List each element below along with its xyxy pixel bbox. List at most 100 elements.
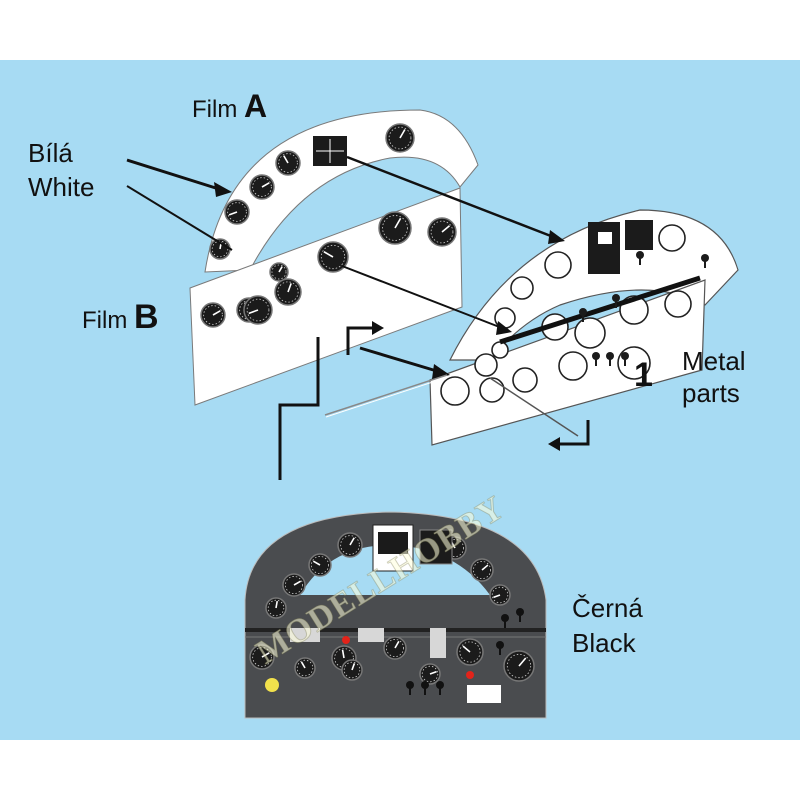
metal-window xyxy=(598,232,612,244)
gauge-needle xyxy=(248,309,259,315)
gauge-dial-icon xyxy=(427,217,457,247)
gauge-dial-icon xyxy=(419,663,441,685)
gauge-dial-icon xyxy=(249,644,275,670)
arrowhead-icon xyxy=(548,437,560,451)
gauge-dial-icon xyxy=(265,597,287,619)
square-scale xyxy=(378,532,408,554)
gauge-ticks xyxy=(267,599,285,617)
gauge-ticks xyxy=(211,240,229,258)
gauge-ticks xyxy=(343,661,361,679)
black-panel-square-instrument xyxy=(372,524,414,572)
gauge-dial-icon xyxy=(224,199,250,225)
gauge-ticks xyxy=(278,153,298,173)
gauge-ticks xyxy=(311,556,329,574)
gauge-ticks xyxy=(271,264,287,280)
gauge-needle xyxy=(429,670,437,675)
metal-square-cutout xyxy=(625,220,653,250)
gauge-needle xyxy=(462,645,471,653)
diagram-canvas: Film A Bílá White Film B 1 Metal parts Č… xyxy=(0,60,800,740)
gauge-dial-icon xyxy=(275,150,301,176)
gauge-dial-icon xyxy=(385,123,415,153)
film-a-letter: A xyxy=(243,88,268,124)
gauge-dial-icon xyxy=(249,174,275,200)
finished-black-panel xyxy=(244,511,547,719)
assembly-arrows xyxy=(126,155,590,480)
white-label: White xyxy=(28,172,95,202)
gauge-dial-icon xyxy=(200,302,226,328)
gauge-dial-icon xyxy=(378,211,412,245)
gauge-dial-icon xyxy=(282,573,306,597)
gauge-dial-icon xyxy=(317,241,349,273)
gauge-ticks xyxy=(340,535,360,555)
gauge-ticks xyxy=(227,202,247,222)
gauge-ticks xyxy=(506,653,532,679)
gauge-dial-icon xyxy=(503,650,535,682)
leader-film-a-to-metal xyxy=(346,155,557,240)
gauge-dial-icon xyxy=(489,584,511,606)
metal-hole-outline xyxy=(544,251,572,279)
gauge-ticks xyxy=(285,576,303,594)
gauge-dial-icon xyxy=(294,657,316,679)
gauge-needle xyxy=(493,594,501,599)
gauge-needle xyxy=(394,640,400,649)
gauge-needle xyxy=(399,129,406,139)
gauge-dial-icon xyxy=(269,262,289,282)
metal-hole-outline xyxy=(664,290,692,318)
gauge-needle xyxy=(293,580,302,586)
gauge-needle xyxy=(341,649,345,659)
gauge-dial-icon xyxy=(456,638,484,666)
arrowhead-icon xyxy=(214,182,232,197)
gauge-ticks xyxy=(421,665,439,683)
red-button-icon xyxy=(466,671,474,679)
arrowhead-icon xyxy=(496,321,512,335)
gauge-needle xyxy=(441,225,451,233)
metal-label-line2: parts xyxy=(682,378,740,408)
gauge-needle xyxy=(351,663,356,671)
metal-hole-outline xyxy=(440,376,470,406)
gauge-dial-icon xyxy=(470,558,494,582)
step-arrow-up-right xyxy=(346,326,374,355)
leader-white-to-film-b xyxy=(126,185,233,251)
gauge-ticks xyxy=(203,305,223,325)
film-b-label: Film B xyxy=(82,300,159,334)
metal-hole-outline xyxy=(479,377,505,403)
metal-part xyxy=(429,209,739,446)
stair-line xyxy=(278,337,320,480)
gauge-dial-icon xyxy=(337,532,363,558)
gauge-needle xyxy=(287,283,292,293)
gauge-ticks xyxy=(252,647,272,667)
metal-square-cutout xyxy=(588,222,620,274)
arrowhead-icon xyxy=(372,321,384,335)
bila-label: Bílá xyxy=(28,138,73,168)
gauge-ticks xyxy=(491,586,509,604)
gauge-ticks xyxy=(252,177,272,197)
gauge-ticks xyxy=(473,561,491,579)
film-a-arch xyxy=(204,109,479,273)
metal-hole-outline xyxy=(474,353,498,377)
leader-to-strip xyxy=(359,346,441,374)
gauge-ticks xyxy=(446,539,464,557)
assembly-drawing xyxy=(0,60,800,740)
film-b-letter: B xyxy=(133,298,159,336)
step-arrow-down-left xyxy=(560,420,590,446)
metal-label-line1: Metal xyxy=(682,346,746,376)
gauge-needle xyxy=(312,560,321,566)
metal-hole-outline xyxy=(510,276,534,300)
gauge-dial-icon xyxy=(341,659,363,681)
yellow-knob-icon xyxy=(265,678,279,692)
placard xyxy=(358,628,384,642)
gauge-ticks xyxy=(386,639,404,657)
arrowhead-icon xyxy=(548,230,565,244)
gauge-needle xyxy=(349,537,355,546)
leader-thin xyxy=(324,374,448,416)
gauge-ticks xyxy=(430,220,454,244)
gauge-dial-icon xyxy=(308,553,332,577)
metal-number: 1 xyxy=(634,356,653,394)
gauge-needle xyxy=(278,266,283,273)
gauge-needle xyxy=(275,600,279,609)
gauge-dial-icon xyxy=(383,636,407,660)
leader-to-bottom-arrow xyxy=(489,377,579,437)
metal-hole-outline xyxy=(491,341,509,359)
film-a-part xyxy=(204,109,479,273)
gauge-needle xyxy=(394,217,402,229)
